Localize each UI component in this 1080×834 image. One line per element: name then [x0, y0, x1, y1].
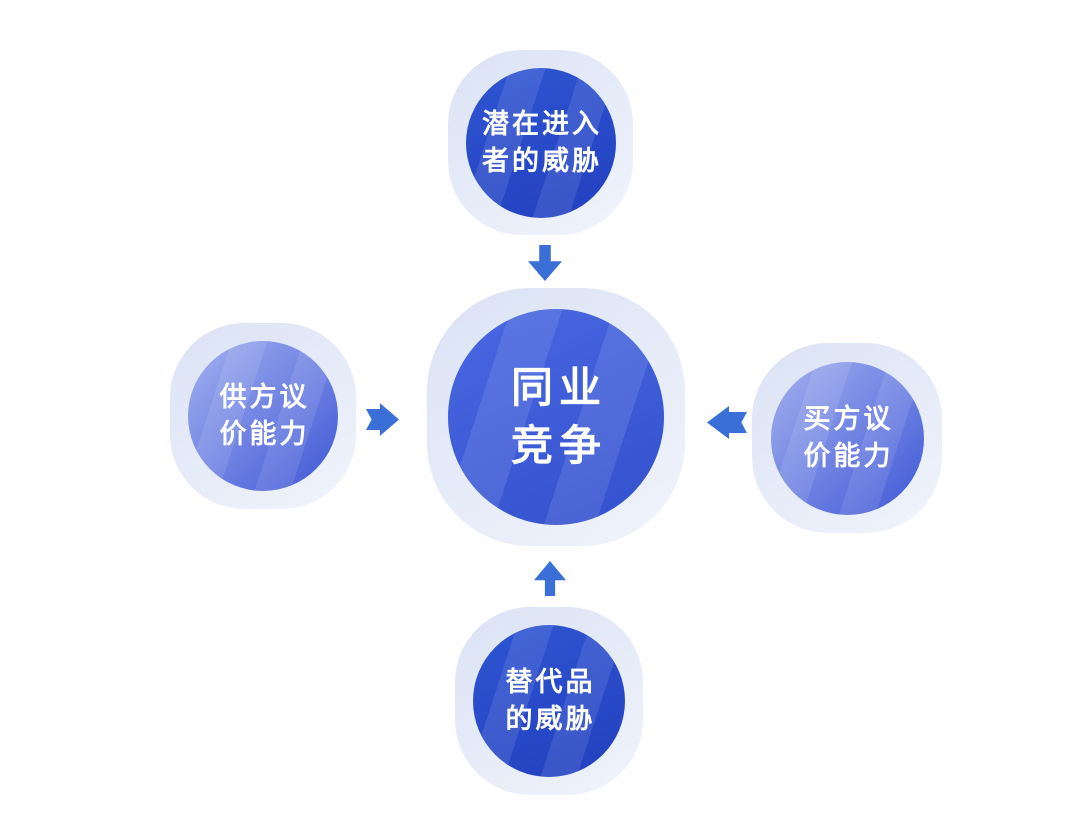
node-right-circle: 买方议 价能力	[770, 361, 924, 515]
node-center-circle: 同业 竞争	[448, 309, 664, 525]
arrow-left-icon	[707, 406, 747, 439]
node-left-supplier-power: 供方议 价能力	[170, 323, 356, 509]
node-bottom-label-line1: 替代品	[505, 667, 596, 697]
node-center-label: 同业 竞争	[505, 359, 607, 475]
node-left-circle: 供方议 价能力	[188, 341, 338, 491]
node-left-label: 供方议 价能力	[217, 379, 310, 453]
node-top-label: 潜在进入 者的威胁	[479, 106, 602, 180]
node-right-buyer-power: 买方议 价能力	[752, 343, 942, 533]
node-right-label: 买方议 价能力	[801, 401, 894, 475]
node-center-industry-rivalry: 同业 竞争	[427, 288, 685, 546]
node-bottom-circle: 替代品 的威胁	[473, 625, 625, 777]
node-bottom-label-line2: 的威胁	[505, 704, 596, 734]
node-center-label-line2: 竞争	[510, 422, 607, 469]
node-bottom-threat-of-substitutes: 替代品 的威胁	[455, 607, 643, 795]
node-center-label-line1: 同业	[510, 364, 607, 411]
arrow-right-icon	[366, 403, 399, 436]
node-top-label-line2: 者的威胁	[482, 145, 602, 176]
node-right-label-line2: 价能力	[803, 441, 894, 471]
arrow-down-icon	[528, 245, 562, 281]
node-top-threat-of-entrants: 潜在进入 者的威胁	[448, 50, 633, 235]
node-left-label-line2: 价能力	[219, 419, 310, 449]
node-bottom-label: 替代品 的威胁	[503, 664, 596, 738]
node-left-label-line1: 供方议	[219, 382, 310, 412]
node-top-label-line1: 潜在进入	[482, 108, 602, 139]
node-top-circle: 潜在进入 者的威胁	[465, 67, 616, 218]
arrow-up-icon	[534, 561, 566, 596]
node-right-label-line1: 买方议	[803, 404, 894, 434]
